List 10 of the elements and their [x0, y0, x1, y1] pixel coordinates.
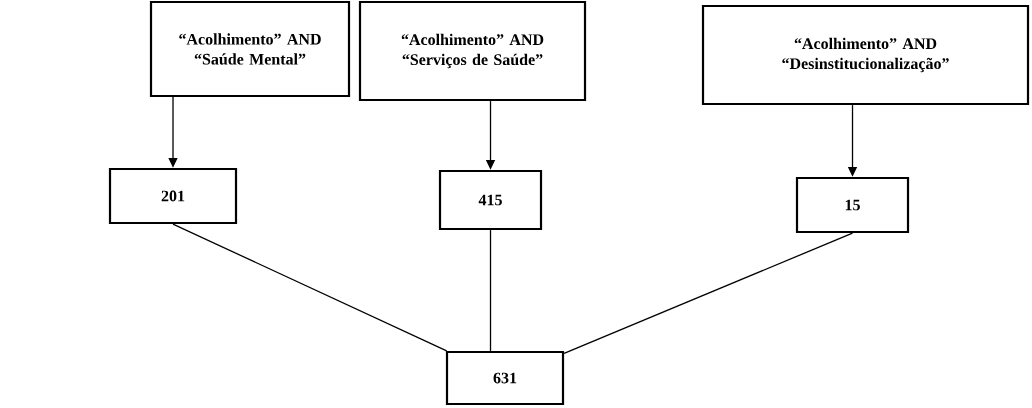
box: 15 [795, 176, 910, 234]
box: “Acolhimento” AND “Desinstitucionalização” [701, 4, 1030, 106]
connector-line [489, 229, 492, 352]
connector-line [172, 223, 448, 352]
box: “Acolhimento” AND “Saúde Mental” [149, 0, 351, 98]
box: 201 [108, 167, 238, 225]
box: 415 [438, 169, 543, 231]
box: 631 [445, 350, 565, 406]
connector-line [563, 232, 854, 355]
box: “Acolhimento” AND “Serviços de Saúde” [358, 0, 587, 102]
